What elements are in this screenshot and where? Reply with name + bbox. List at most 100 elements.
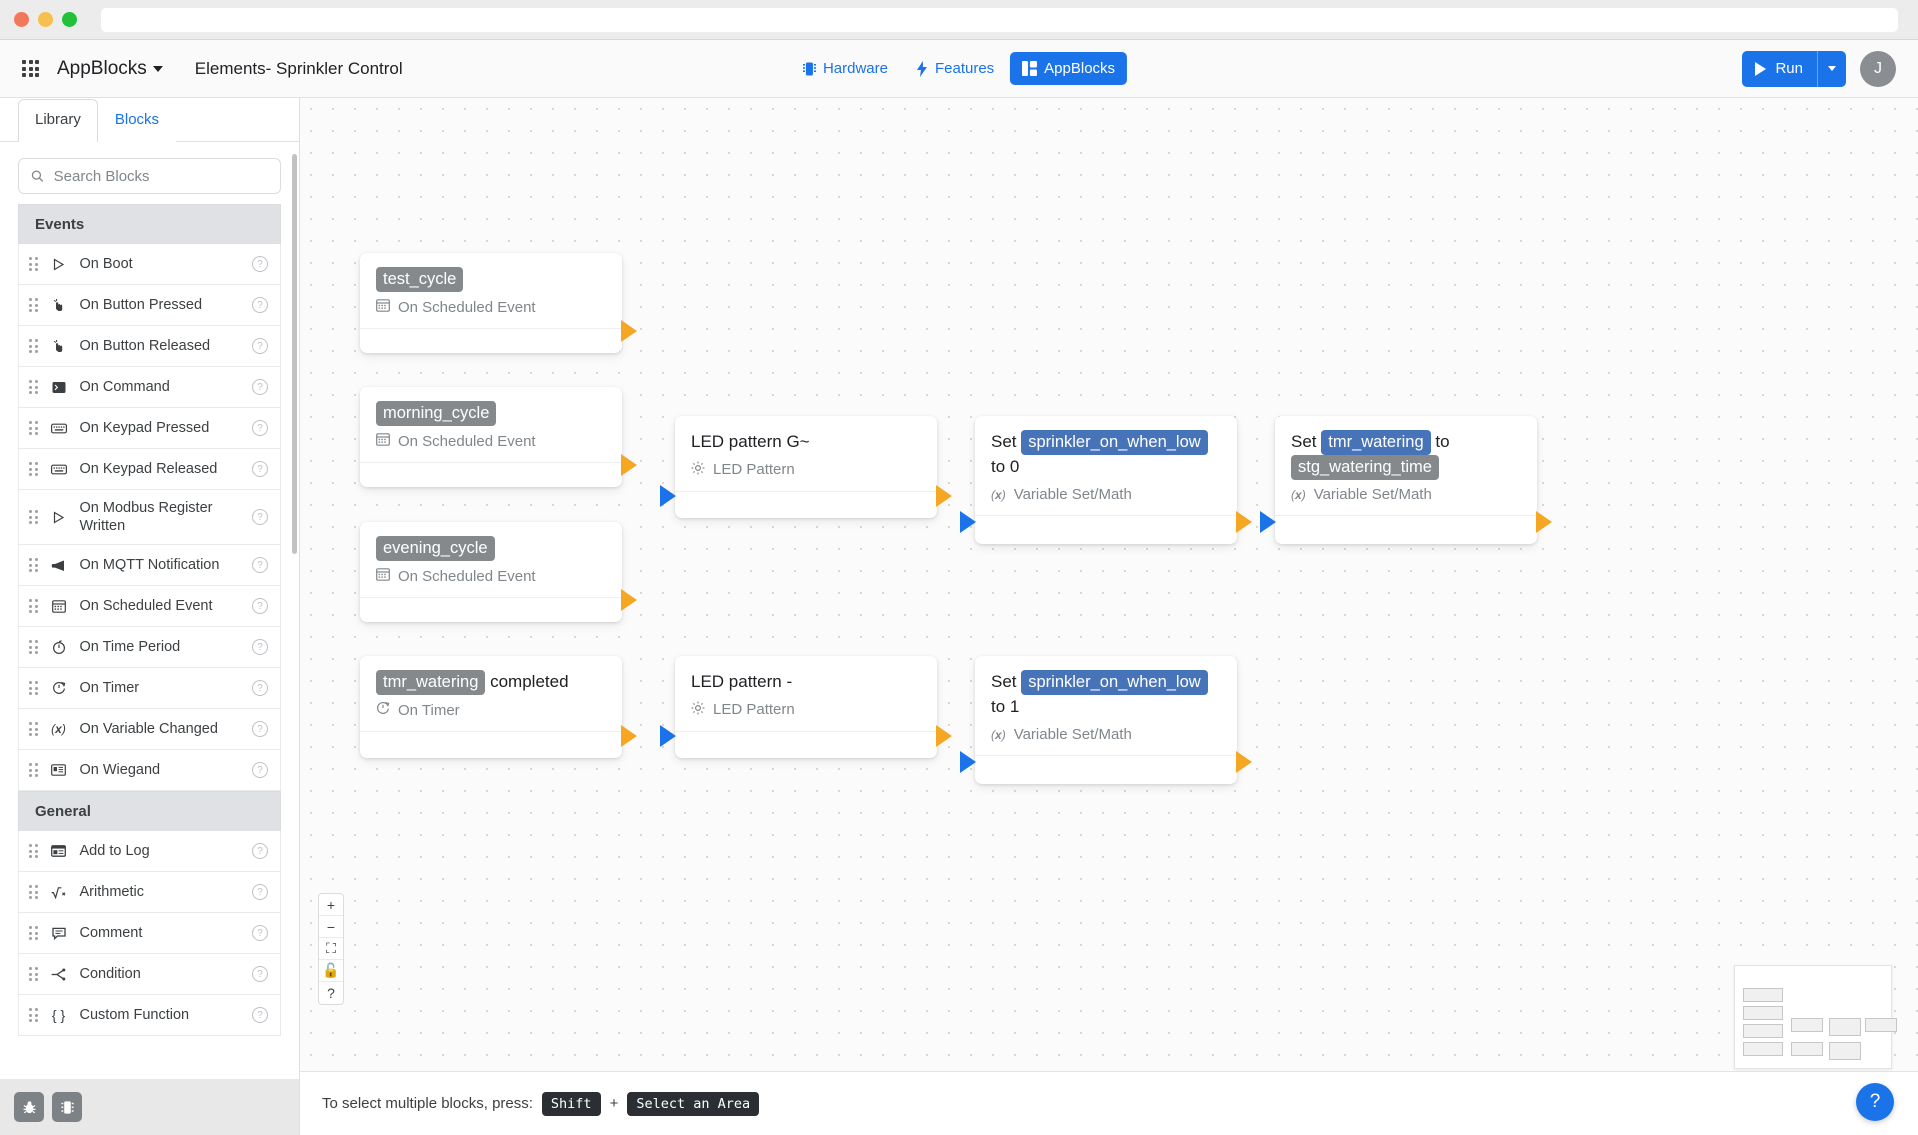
drag-handle-icon[interactable] bbox=[29, 421, 38, 435]
run-button-main[interactable]: Run bbox=[1742, 60, 1817, 77]
block-help-icon[interactable]: ? bbox=[252, 297, 268, 313]
minimize-window-icon[interactable] bbox=[38, 12, 53, 27]
drag-handle-icon[interactable] bbox=[29, 967, 38, 982]
block-help-icon[interactable]: ? bbox=[252, 762, 268, 779]
drag-handle-icon[interactable] bbox=[29, 339, 38, 353]
search-input[interactable] bbox=[53, 167, 268, 185]
brand-menu[interactable]: AppBlocks bbox=[57, 58, 163, 80]
drag-handle-icon[interactable] bbox=[29, 462, 38, 476]
sidebar-scrollbar[interactable] bbox=[292, 154, 297, 554]
block-item-on-command[interactable]: On Command? bbox=[18, 367, 281, 408]
help-fab-button[interactable]: ? bbox=[1856, 1083, 1894, 1121]
device-button[interactable] bbox=[52, 1092, 82, 1122]
apps-grid-icon[interactable] bbox=[22, 60, 39, 77]
block-help-icon[interactable]: ? bbox=[252, 379, 268, 395]
block-item-on-scheduled-event[interactable]: On Scheduled Event? bbox=[18, 586, 281, 628]
canvas-help-button[interactable]: ? bbox=[327, 985, 335, 1001]
drag-handle-icon[interactable] bbox=[29, 722, 38, 737]
drag-handle-icon[interactable] bbox=[29, 380, 38, 394]
block-help-icon[interactable]: ? bbox=[252, 680, 268, 697]
block-help-icon[interactable]: ? bbox=[252, 966, 268, 983]
block-help-icon[interactable]: ? bbox=[252, 1007, 268, 1024]
drag-handle-icon[interactable] bbox=[29, 298, 38, 312]
fit-view-button[interactable]: ⛶ bbox=[319, 938, 343, 960]
block-item-on-time-period[interactable]: On Time Period? bbox=[18, 627, 281, 669]
drag-handle-icon[interactable] bbox=[29, 844, 38, 859]
node-input-port[interactable] bbox=[660, 725, 676, 747]
node-output-port[interactable] bbox=[621, 725, 637, 747]
block-help-icon[interactable]: ? bbox=[252, 557, 268, 574]
tab-library[interactable]: Library bbox=[18, 99, 98, 142]
node-output-port[interactable] bbox=[936, 725, 952, 747]
canvas-node-set-sprinkler-0[interactable]: Set sprinkler_on_when_low to 0(x)Variabl… bbox=[960, 416, 1252, 544]
drag-handle-icon[interactable] bbox=[29, 885, 38, 900]
drag-handle-icon[interactable] bbox=[29, 599, 38, 614]
block-help-icon[interactable]: ? bbox=[252, 509, 268, 526]
block-item-on-wiegand[interactable]: On Wiegand? bbox=[18, 750, 281, 792]
zoom-out-button[interactable]: − bbox=[319, 916, 343, 938]
close-window-icon[interactable] bbox=[14, 12, 29, 27]
run-button[interactable]: Run bbox=[1742, 50, 1846, 87]
canvas-node-led-pattern-dash[interactable]: LED pattern -LED Pattern bbox=[660, 656, 952, 758]
drag-handle-icon[interactable] bbox=[29, 1008, 38, 1023]
drag-handle-icon[interactable] bbox=[29, 510, 38, 525]
block-item-condition[interactable]: Condition? bbox=[18, 954, 281, 996]
block-help-icon[interactable]: ? bbox=[252, 420, 268, 436]
drag-handle-icon[interactable] bbox=[29, 926, 38, 941]
block-item-on-modbus-register-written[interactable]: On Modbus Register Written? bbox=[18, 490, 281, 546]
node-output-port[interactable] bbox=[1536, 511, 1552, 533]
drag-handle-icon[interactable] bbox=[29, 681, 38, 696]
block-item-on-button-pressed[interactable]: On Button Pressed? bbox=[18, 285, 281, 326]
run-dropdown-button[interactable] bbox=[1817, 50, 1846, 87]
block-help-icon[interactable]: ? bbox=[252, 598, 268, 615]
minimap[interactable] bbox=[1734, 965, 1897, 1069]
block-item-on-boot[interactable]: On Boot? bbox=[18, 244, 281, 285]
node-output-port[interactable] bbox=[1236, 511, 1252, 533]
avatar[interactable]: J bbox=[1860, 50, 1896, 87]
node-input-port[interactable] bbox=[960, 511, 976, 533]
block-item-on-variable-changed[interactable]: (x)On Variable Changed? bbox=[18, 709, 281, 751]
block-help-icon[interactable]: ? bbox=[252, 721, 268, 738]
canvas-node-set-sprinkler-1[interactable]: Set sprinkler_on_when_low to 1(x)Variabl… bbox=[960, 656, 1252, 784]
search-box[interactable] bbox=[18, 158, 281, 194]
block-item-on-button-released[interactable]: On Button Released? bbox=[18, 326, 281, 367]
drag-handle-icon[interactable] bbox=[29, 257, 38, 271]
block-item-on-keypad-released[interactable]: On Keypad Released? bbox=[18, 449, 281, 490]
drag-handle-icon[interactable] bbox=[29, 640, 38, 655]
node-input-port[interactable] bbox=[960, 751, 976, 773]
canvas-node-set-tmr-watering[interactable]: Set tmr_watering to stg_watering_time(x)… bbox=[1260, 416, 1552, 544]
nav-item-features[interactable]: Features bbox=[904, 52, 1006, 85]
node-output-port[interactable] bbox=[621, 320, 637, 342]
block-help-icon[interactable]: ? bbox=[252, 884, 268, 901]
block-item-custom-function[interactable]: { }Custom Function? bbox=[18, 995, 281, 1037]
node-output-port[interactable] bbox=[1236, 751, 1252, 773]
node-input-port[interactable] bbox=[660, 485, 676, 507]
debug-button[interactable] bbox=[14, 1092, 44, 1122]
canvas-node-led-pattern-g[interactable]: LED pattern G~LED Pattern bbox=[660, 416, 952, 518]
node-output-port[interactable] bbox=[621, 454, 637, 476]
drag-handle-icon[interactable] bbox=[29, 558, 38, 573]
nav-item-hardware[interactable]: Hardware bbox=[791, 52, 900, 85]
block-help-icon[interactable]: ? bbox=[252, 925, 268, 942]
block-item-comment[interactable]: Comment? bbox=[18, 913, 281, 955]
block-item-on-timer[interactable]: On Timer? bbox=[18, 668, 281, 710]
block-item-on-keypad-pressed[interactable]: On Keypad Pressed? bbox=[18, 408, 281, 449]
block-help-icon[interactable]: ? bbox=[252, 639, 268, 656]
tab-blocks[interactable]: Blocks bbox=[97, 99, 177, 142]
drag-handle-icon[interactable] bbox=[29, 763, 38, 778]
address-bar[interactable] bbox=[101, 7, 1898, 32]
block-item-add-to-log[interactable]: Add to Log? bbox=[18, 831, 281, 873]
block-item-on-mqtt-notification[interactable]: On MQTT Notification? bbox=[18, 545, 281, 587]
block-help-icon[interactable]: ? bbox=[252, 338, 268, 354]
lock-canvas-button[interactable]: 🔓 bbox=[319, 960, 343, 982]
block-help-icon[interactable]: ? bbox=[252, 843, 268, 860]
node-output-port[interactable] bbox=[936, 485, 952, 507]
node-input-port[interactable] bbox=[1260, 511, 1276, 533]
zoom-in-button[interactable]: + bbox=[319, 894, 343, 916]
block-help-icon[interactable]: ? bbox=[252, 256, 268, 272]
